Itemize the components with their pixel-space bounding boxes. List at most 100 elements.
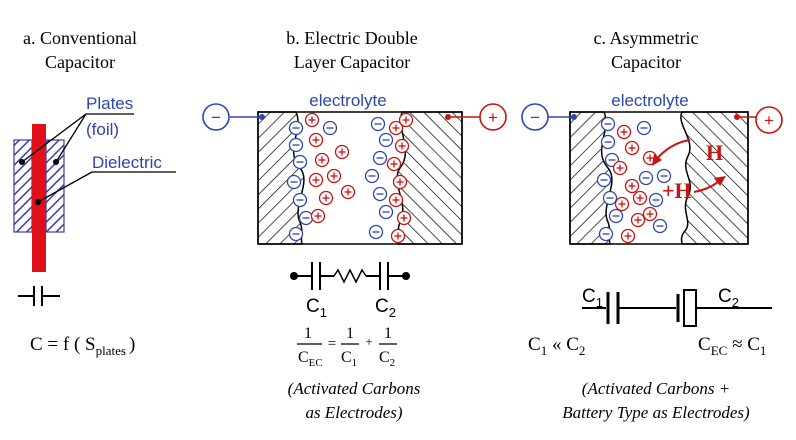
h-arrow-in-head xyxy=(652,154,662,166)
panel-a-title-2: Capacitor xyxy=(45,52,115,72)
svg-text:+: + xyxy=(365,334,372,349)
plates-leader-1 xyxy=(21,113,87,163)
cation-icon-b-7 xyxy=(304,112,320,128)
anion-icon-c-3 xyxy=(596,172,612,188)
minus-sign-b: − xyxy=(211,108,221,127)
panel-b: b. Electric Double Layer Capacitor elect… xyxy=(202,28,507,422)
anion-icon-c-6 xyxy=(598,226,614,242)
anion-icon-b-18 xyxy=(378,132,394,148)
label-foil: (foil) xyxy=(86,120,119,139)
c2-label-c: C2 xyxy=(718,286,739,310)
svg-text:=: = xyxy=(328,336,336,352)
cation-icon-b-15 xyxy=(334,144,350,160)
cation-icon-c-11 xyxy=(614,196,630,212)
cation-icon-b-24 xyxy=(388,120,404,136)
cation-icon-b-12 xyxy=(310,208,326,224)
plus-sign-b: + xyxy=(488,108,498,127)
relation-right-c: CEC ≈ C1 xyxy=(698,334,766,358)
cation-icon-b-30 xyxy=(396,210,412,226)
ions-b xyxy=(286,112,414,244)
cation-icon-c-8 xyxy=(624,140,640,156)
plates-leader-2 xyxy=(55,113,87,163)
formula-b: 1 CEC = 1 C1 + 1 C2 xyxy=(297,325,397,369)
panel-a: a. Conventional Capacitor Plates (foil) … xyxy=(13,28,176,358)
cation-icon-c-9 xyxy=(612,160,628,176)
cation-icon-c-7 xyxy=(616,124,632,140)
cation-icon-b-25 xyxy=(398,112,414,128)
svg-text:C2: C2 xyxy=(379,349,395,369)
terminal-dot-right-b xyxy=(445,114,451,120)
h-plus-label: +H xyxy=(662,178,692,203)
anion-icon-b-0 xyxy=(288,120,304,136)
anion-icon-c-5 xyxy=(608,208,624,224)
cation-icon-b-27 xyxy=(386,156,402,172)
anion-icon-b-23 xyxy=(368,224,384,240)
cation-icon-b-29 xyxy=(388,192,404,208)
plate-dot-2 xyxy=(53,159,59,165)
cation-icon-c-12 xyxy=(630,212,646,228)
anion-icon-c-4 xyxy=(602,190,618,206)
plus-sign-c: + xyxy=(764,111,774,130)
anion-icon-b-3 xyxy=(286,174,302,190)
minus-terminal-b xyxy=(202,103,230,131)
anion-icon-b-20 xyxy=(364,168,380,184)
anion-icon-b-21 xyxy=(372,186,388,202)
panel-a-title-1: a. Conventional xyxy=(23,28,137,48)
terminal-dot-left-c xyxy=(571,114,577,120)
svg-text:1: 1 xyxy=(346,325,354,342)
dielectric-bar xyxy=(32,124,46,272)
note-c-2: Battery Type as Electrodes) xyxy=(562,403,750,422)
cation-icon-c-18 xyxy=(642,206,658,222)
capacitor-symbol-a xyxy=(18,286,60,306)
anion-icon-b-22 xyxy=(378,204,394,220)
cation-icon-c-21 xyxy=(632,190,648,206)
anion-icon-c-14 xyxy=(636,120,652,136)
anion-icon-b-5 xyxy=(298,210,314,226)
circuit-c xyxy=(582,289,772,327)
anion-icon-b-1 xyxy=(288,137,304,153)
anion-icon-b-13 xyxy=(322,120,338,136)
plus-terminal-b xyxy=(479,103,507,131)
svg-text:1: 1 xyxy=(304,325,312,342)
h-label: H xyxy=(706,140,723,165)
anion-icon-c-19 xyxy=(652,218,668,234)
cation-icon-b-14 xyxy=(326,168,342,184)
note-b-1: (Activated Carbons xyxy=(288,379,421,398)
cation-icon-c-13 xyxy=(620,228,636,244)
electrolyte-label-b: electrolyte xyxy=(309,91,386,110)
cation-icon-b-11 xyxy=(318,190,334,206)
cation-icon-b-16 xyxy=(340,184,356,200)
cation-icon-b-9 xyxy=(314,152,330,168)
cation-icon-b-31 xyxy=(390,228,406,244)
circuit-b xyxy=(290,262,410,290)
anion-icon-c-17 xyxy=(648,192,664,208)
formula-a: C = f ( Splates) xyxy=(30,334,135,358)
svg-text:CEC: CEC xyxy=(298,349,323,369)
cation-icon-b-28 xyxy=(392,174,408,190)
c1-label-c: C1 xyxy=(582,286,603,310)
anion-icon-b-17 xyxy=(370,116,386,132)
note-b-2: as Electrodes) xyxy=(305,403,402,422)
anion-icon-c-20 xyxy=(656,168,672,184)
cation-icon-b-10 xyxy=(308,172,324,188)
svg-text:C1: C1 xyxy=(341,349,357,369)
panel-b-title-1: b. Electric Double xyxy=(286,28,417,48)
note-c-1: (Activated Carbons + xyxy=(582,379,730,398)
label-plates: Plates xyxy=(86,94,133,113)
cation-icon-b-8 xyxy=(308,132,324,148)
ions-c xyxy=(596,116,672,244)
c2-label-b: C2 xyxy=(375,296,396,320)
panel-c-title-2: Capacitor xyxy=(611,52,681,72)
plate-left xyxy=(13,139,33,233)
cation-icon-c-10 xyxy=(624,178,640,194)
svg-text:1: 1 xyxy=(384,325,392,342)
anion-icon-c-1 xyxy=(600,134,616,150)
anion-icon-c-0 xyxy=(600,116,616,132)
dielectric-leader xyxy=(37,171,93,203)
panel-c-title-1: c. Asymmetric xyxy=(594,28,699,48)
h-arrow-out-head xyxy=(714,176,726,186)
anion-icon-b-19 xyxy=(372,150,388,166)
terminal-dot-right-c xyxy=(734,114,740,120)
anion-icon-c-16 xyxy=(638,170,654,186)
cation-icon-b-26 xyxy=(394,138,410,154)
